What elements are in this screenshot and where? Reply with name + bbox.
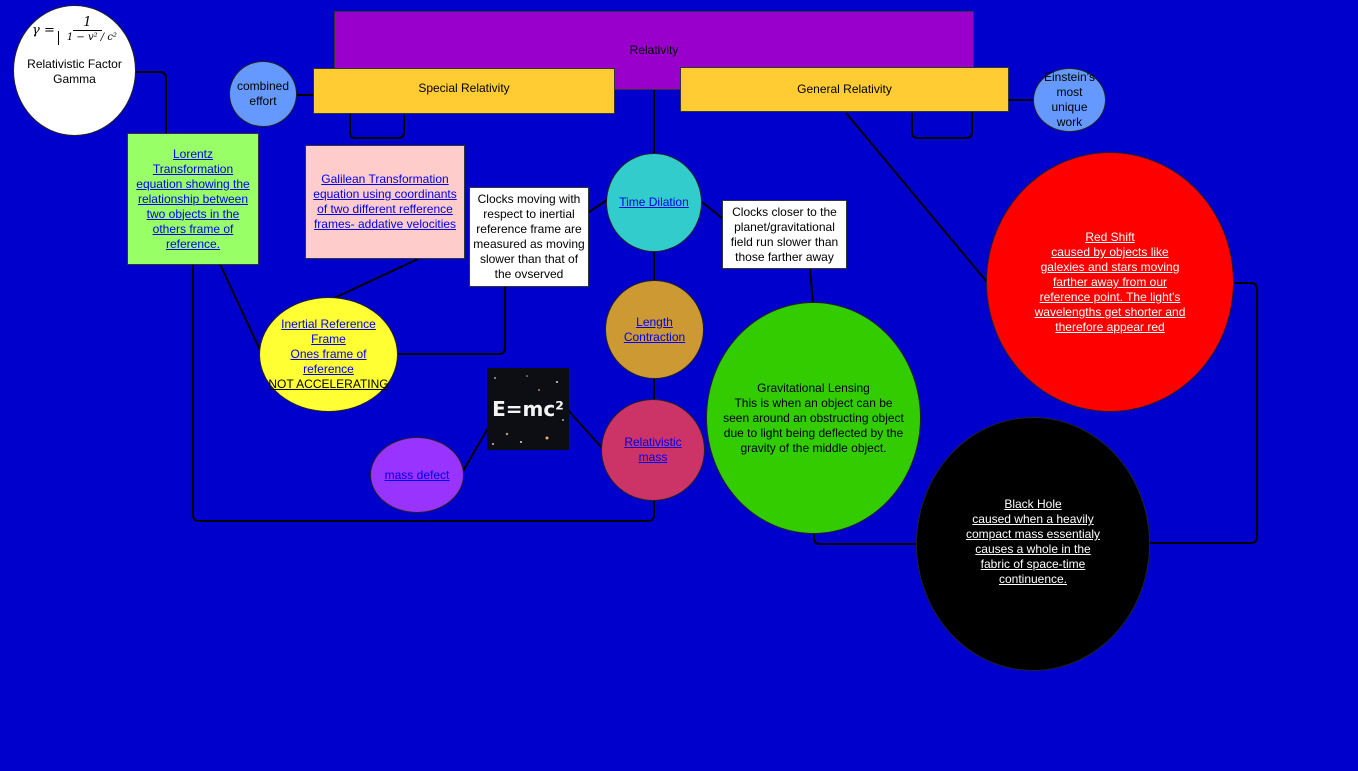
black-hole-node[interactable]: Black Hole caused when a heavily compact…	[916, 417, 1150, 671]
gamma-label: Relativistic Factor Gamma	[27, 57, 122, 86]
relativistic-mass-node[interactable]: Relativistic mass	[601, 399, 705, 501]
general-relativity-label: General Relativity	[797, 82, 892, 96]
clocks-inertial-node[interactable]: Clocks moving with respect to inertial r…	[469, 187, 589, 287]
einstein-label: Einstein's most unique work	[1044, 70, 1095, 129]
clocks-gravity-node[interactable]: Clocks closer to the planet/gravitationa…	[722, 200, 847, 269]
combined-effort-label: combined effort	[236, 79, 290, 108]
lorentz-link[interactable]: Lorentz Transformation equation showing …	[136, 146, 250, 251]
einstein-node[interactable]: Einstein's most unique work	[1033, 68, 1106, 132]
length-contraction-node[interactable]: Length Contraction	[605, 280, 704, 379]
combined-effort-node[interactable]: combined effort	[229, 61, 297, 127]
gamma-formula-denominator: 1 − v² / c²	[57, 31, 117, 45]
special-relativity-label: Special Relativity	[418, 81, 510, 95]
lorentz-node[interactable]: Lorentz Transformation equation showing …	[127, 133, 259, 265]
gamma-formula-numerator: 1	[73, 16, 102, 31]
clocks-gravity-label: Clocks closer to the planet/gravitationa…	[730, 204, 839, 264]
special-relativity-node[interactable]: Special Relativity	[313, 68, 615, 114]
gravitational-lensing-body: This is when an object can be seen aroun…	[723, 395, 904, 455]
gravitational-lensing-title: Gravitational Lensing	[757, 380, 870, 395]
gamma-fraction: 1 1 − v² / c²	[57, 16, 117, 45]
gamma-formula: γ = 1 1 − v² / c²	[32, 16, 117, 45]
red-shift-title: Red Shift	[1085, 230, 1135, 244]
time-dilation-link[interactable]: Time Dilation	[619, 195, 689, 209]
time-dilation-node[interactable]: Time Dilation	[606, 153, 702, 252]
red-shift-body: caused by objects like galexies and star…	[1034, 245, 1186, 334]
relativity-label: Relativity	[629, 43, 679, 57]
starfield-graphic	[492, 375, 564, 445]
gravitational-lensing-node[interactable]: Gravitational Lensing This is when an ob…	[706, 302, 921, 534]
mass-defect-link[interactable]: mass defect	[384, 467, 450, 482]
length-contraction-link[interactable]: Length Contraction	[623, 314, 686, 344]
general-relativity-node[interactable]: General Relativity	[680, 67, 1009, 112]
inertial-frame-body[interactable]: Ones frame of reference	[290, 347, 367, 376]
inertial-frame-link[interactable]: Inertial Reference Frame	[281, 317, 376, 346]
galilean-node[interactable]: Galilean Transformation equation using c…	[305, 145, 465, 259]
mass-defect-node[interactable]: mass defect	[370, 437, 464, 513]
inertial-frame-node[interactable]: Inertial Reference Frame Ones frame of r…	[259, 297, 398, 412]
galilean-link[interactable]: Galilean Transformation equation using c…	[313, 172, 457, 231]
gamma-node[interactable]: γ = 1 1 − v² / c² Relativistic Factor Ga…	[13, 5, 136, 136]
emc2-image: E=mc²	[487, 368, 569, 450]
red-shift-node[interactable]: Red Shift caused by objects like galexie…	[986, 152, 1234, 412]
relativistic-mass-link[interactable]: Relativistic mass	[624, 435, 682, 464]
emc2-text: E=mc²	[492, 397, 564, 421]
inertial-frame-emphasis: NOT ACCELERATING	[268, 377, 389, 391]
clocks-inertial-label: Clocks moving with respect to inertial r…	[473, 192, 585, 281]
gamma-formula-lhs: γ =	[32, 22, 55, 38]
black-hole-body: caused when a heavily compact mass essen…	[965, 512, 1101, 586]
black-hole-title: Black Hole	[1004, 497, 1062, 511]
